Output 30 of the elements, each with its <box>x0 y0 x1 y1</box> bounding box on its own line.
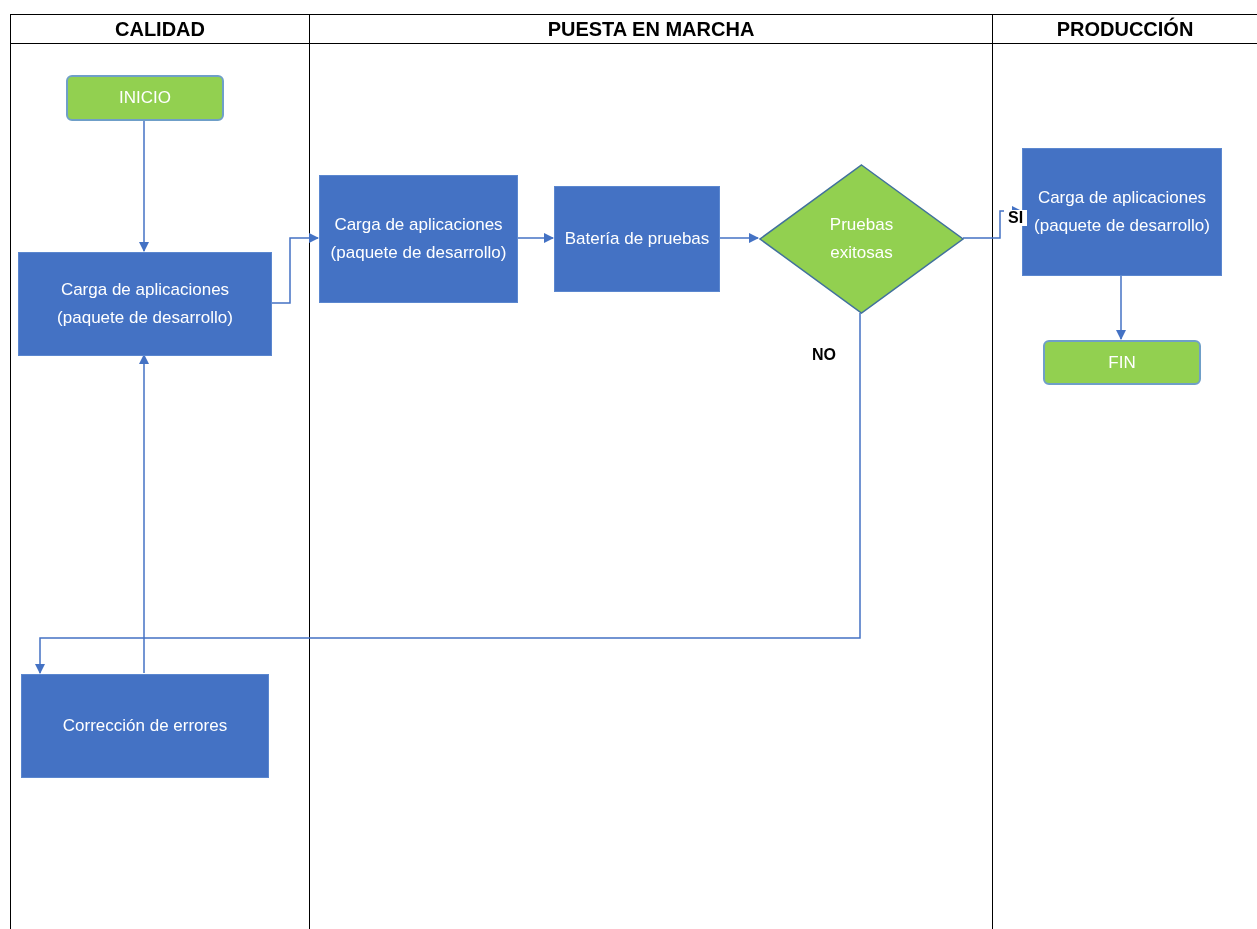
process-box <box>18 252 272 356</box>
arrow <box>270 232 320 304</box>
box-label: Corrección de errores <box>62 715 228 737</box>
process-box <box>319 175 518 303</box>
swimlane <box>992 14 1257 929</box>
terminal-box <box>1043 340 1201 385</box>
box-label: INICIO <box>119 87 171 109</box>
process-box <box>554 186 720 292</box>
swimlane <box>309 14 992 929</box>
arrow <box>1115 274 1127 341</box>
box-label: Carga de aplicaciones (paquete de desarrollo) <box>329 214 508 264</box>
arrow <box>516 232 555 244</box>
box-label: Carga de aplicaciones (paquete de desarrollo) <box>56 279 234 329</box>
process-box <box>21 674 269 778</box>
swimlane <box>10 14 309 929</box>
decision-diamond <box>759 164 964 314</box>
arrow <box>138 119 150 253</box>
lane-heading: PRODUCCIÓN <box>1056 16 1194 42</box>
decision-label: Pruebas exitosas <box>828 214 895 264</box>
arrow <box>34 312 861 675</box>
box-label: FIN <box>1108 351 1136 374</box>
box-label: Batería de pruebas <box>564 228 710 250</box>
lane-heading: PUESTA EN MARCHA <box>547 17 755 42</box>
process-box <box>1022 148 1222 276</box>
arrow <box>718 232 760 244</box>
terminal-box <box>66 75 224 121</box>
arrow <box>138 353 150 674</box>
box-label: Carga de aplicaciones (paquete de desarrollo) <box>1033 187 1211 237</box>
lane-heading: CALIDAD <box>115 17 205 42</box>
edge-label: SI <box>1004 210 1028 226</box>
